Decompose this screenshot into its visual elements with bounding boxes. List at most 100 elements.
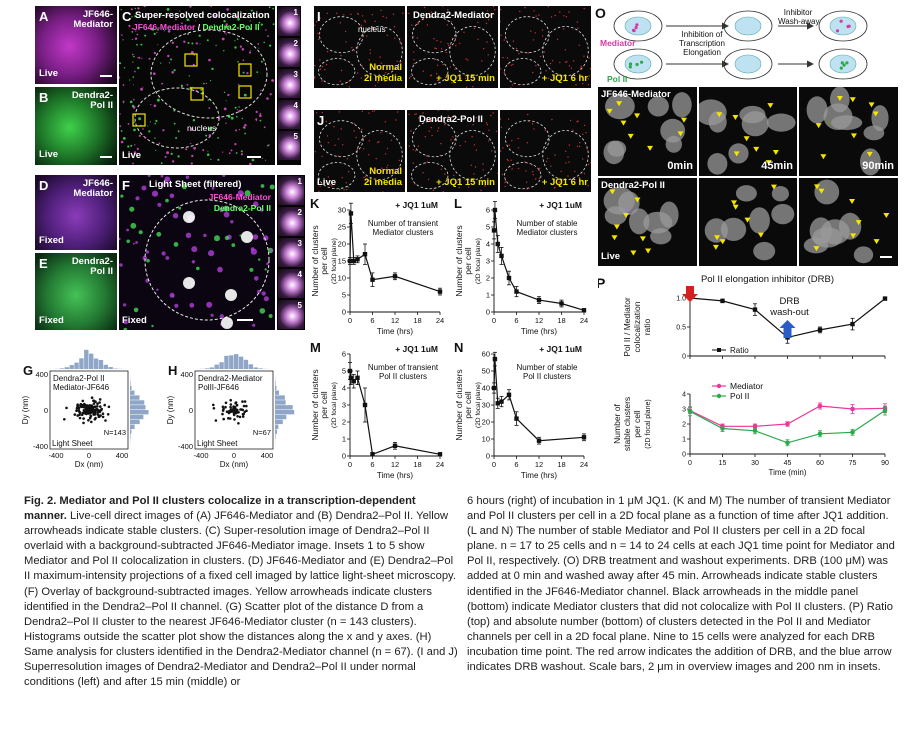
- nucleus-outline: [412, 16, 457, 54]
- cluster-dot: [199, 43, 201, 45]
- cluster-dot: [588, 75, 590, 77]
- cluster-dot: [456, 181, 458, 184]
- nucleus-outline: [505, 120, 550, 158]
- nucleus-outline: [504, 162, 542, 190]
- cluster-dot: [339, 22, 342, 24]
- cluster-dot: [240, 150, 243, 153]
- scatter-point: [81, 411, 85, 415]
- cluster-dot: [572, 60, 575, 62]
- cluster-dot: [236, 15, 238, 18]
- inset-number: 2: [293, 39, 298, 48]
- cluster-dot: [202, 13, 205, 16]
- y-tick-label: 0: [486, 452, 490, 461]
- cluster-dot: [467, 186, 470, 188]
- cluster-dot: [449, 66, 452, 68]
- data-point: [355, 375, 360, 380]
- cluster-dot: [524, 161, 526, 163]
- nucleus-outline: [318, 162, 356, 190]
- time-label: 90min: [862, 159, 894, 172]
- y-tick-label: -400: [178, 442, 193, 451]
- cluster-dot: [506, 158, 509, 161]
- inset-2: 2: [278, 207, 304, 236]
- histogram-bar: [59, 368, 65, 369]
- cluster-dot: [394, 37, 396, 39]
- data-point: [392, 443, 398, 448]
- scatter-point: [106, 413, 110, 416]
- cluster-dot: [448, 44, 450, 47]
- cluster-dot: [186, 18, 190, 21]
- cluster-dot: [569, 119, 572, 122]
- cluster-dot: [263, 296, 269, 302]
- data-point: [348, 211, 354, 216]
- nucleus-outline: [319, 16, 364, 54]
- cluster-cartoon: [635, 23, 639, 27]
- colocalized-cluster: [241, 231, 253, 243]
- cluster-dot: [146, 258, 150, 263]
- chart-annotation: DRB: [779, 296, 799, 307]
- scatter-point: [82, 406, 86, 409]
- histogram-bar: [219, 362, 224, 369]
- cluster-dot: [189, 6, 192, 8]
- scatter-point: [88, 404, 91, 407]
- cluster-dot: [414, 183, 416, 185]
- cluster-dot: [134, 70, 136, 73]
- cluster-dot: [122, 39, 124, 41]
- cluster-dot: [161, 251, 166, 256]
- cluster-dot: [437, 127, 440, 129]
- cluster-dot: [555, 78, 557, 81]
- data-point: [362, 252, 368, 257]
- cluster-dot: [408, 145, 410, 147]
- cluster-dot: [222, 175, 226, 177]
- cluster-dot: [489, 14, 491, 16]
- nucleus-outline: [412, 120, 457, 158]
- cluster-dot: [542, 35, 544, 37]
- cluster-dot: [157, 202, 162, 207]
- cluster-dot: [180, 84, 184, 87]
- cluster-dot: [399, 41, 401, 43]
- histogram-top: [195, 354, 273, 369]
- cluster-dot: [374, 85, 376, 87]
- scatter-point: [84, 404, 88, 407]
- drb-addition-arrow-icon: [682, 286, 698, 302]
- panel-title: Dendra2-Pol II: [53, 374, 105, 383]
- cluster-dot: [500, 20, 501, 23]
- scatter-point: [75, 409, 78, 412]
- cluster-dot: [440, 120, 442, 122]
- scatter-point: [103, 403, 106, 407]
- cluster-dot: [177, 155, 180, 158]
- cluster-dot: [531, 123, 534, 125]
- data-point: [492, 207, 498, 213]
- data-point: [720, 298, 725, 304]
- arrowhead-icon: [866, 151, 873, 157]
- cluster-cartoon: [628, 65, 632, 69]
- legend-marker: [717, 348, 721, 352]
- cluster-dot: [142, 128, 144, 130]
- cluster-dot: [348, 80, 350, 82]
- cluster-dot: [538, 14, 540, 16]
- data-point: [752, 307, 758, 312]
- arrowhead-icon: [883, 212, 890, 218]
- panel-letter: B: [39, 90, 49, 105]
- cell-nucleus: [605, 93, 635, 120]
- x-axis-label: Time (hrs): [521, 327, 557, 336]
- cluster-dot: [365, 78, 368, 80]
- cluster-dot: [237, 190, 244, 197]
- cluster-dot: [151, 190, 159, 197]
- y-tick-label: 30: [338, 206, 346, 215]
- cluster-dot: [558, 181, 561, 183]
- cluster-dot: [190, 127, 194, 131]
- y-axis-sublabel: (2D focal plane): [645, 399, 652, 448]
- cluster-dot: [440, 41, 442, 43]
- cluster-dot: [424, 136, 426, 138]
- chart-title: + JQ1 1uM: [539, 344, 582, 354]
- cluster-dot: [326, 50, 329, 53]
- scatter-point: [224, 405, 227, 409]
- scatter-point: [234, 401, 238, 404]
- cluster-dot: [587, 78, 589, 80]
- cluster-dot: [147, 125, 149, 127]
- y-tick-label: 2: [342, 418, 346, 427]
- cluster-dot: [575, 84, 577, 86]
- inset-number: 1: [297, 177, 302, 186]
- y-axis-label: Pol II / Mediator: [622, 297, 632, 357]
